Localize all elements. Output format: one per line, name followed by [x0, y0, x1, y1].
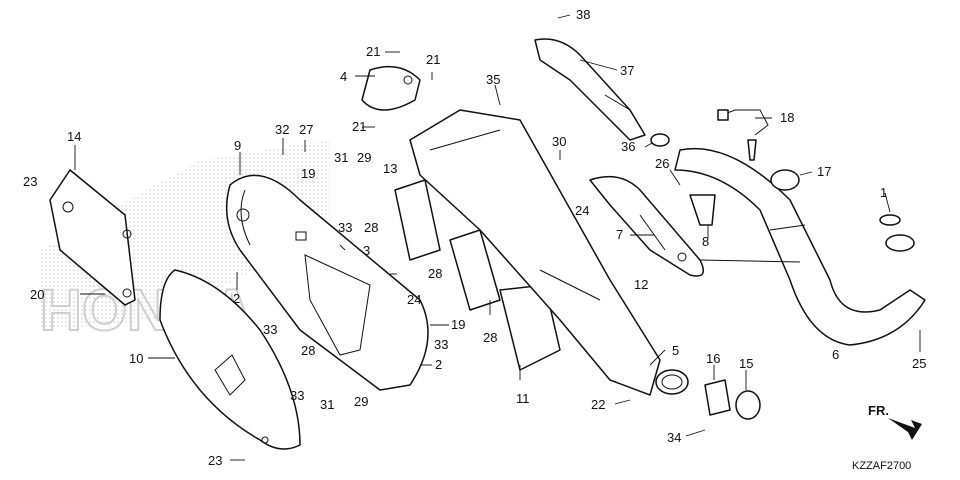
callout-35: 35	[486, 72, 500, 87]
callout-38: 38	[576, 7, 590, 22]
callout-21: 21	[366, 44, 380, 59]
front-direction-marker: FR.	[868, 403, 922, 440]
callout-14: 14	[67, 129, 81, 144]
callout-20: 20	[30, 287, 44, 302]
callout-17: 17	[817, 164, 831, 179]
front-label: FR.	[868, 403, 889, 418]
callout-25: 25	[912, 356, 926, 371]
callout-31: 31	[320, 397, 334, 412]
callout-33: 33	[290, 388, 304, 403]
part-18-sensor	[717, 109, 769, 161]
callout-15: 15	[739, 356, 753, 371]
callout-26: 26	[655, 156, 669, 171]
callout-28: 19	[451, 317, 465, 332]
callout-29: 29	[357, 150, 371, 165]
callout-32: 32	[275, 122, 289, 137]
drawing-code: KZZAF2700	[852, 460, 911, 472]
part-14-side-cover	[49, 169, 136, 306]
part-16-joint	[704, 379, 731, 416]
part-9-muffler	[225, 174, 429, 391]
callout-19: 19	[301, 166, 315, 181]
callout-21: 21	[352, 119, 366, 134]
part-13-insulator	[394, 179, 441, 261]
part-36-gasket	[650, 133, 670, 147]
callout-22: 22	[591, 397, 605, 412]
callout-2: 2	[233, 291, 240, 306]
part-7-heat-shield	[589, 175, 705, 277]
callout-24: 12	[634, 277, 648, 292]
callout-16: 16	[706, 351, 720, 366]
callout-37: 37	[620, 63, 634, 78]
callout-21: 21	[426, 52, 440, 67]
callout-11: 11	[516, 391, 530, 406]
callout-36: 36	[621, 139, 635, 154]
callout-4: 4	[340, 69, 347, 84]
part-15-band	[735, 390, 761, 420]
callout-9: 9	[234, 138, 241, 153]
part-5-muffler-assy	[409, 109, 689, 396]
callout-33: 33	[338, 220, 352, 235]
callout-2: 2	[435, 357, 442, 372]
callout-23: 23	[208, 453, 222, 468]
callout-3: 3	[363, 243, 370, 258]
callout-33: 33	[434, 337, 448, 352]
part-12-insulator	[449, 229, 501, 311]
callout-31: 31	[334, 150, 348, 165]
callout-5: 5	[672, 343, 679, 358]
callout-24: 24	[575, 203, 589, 218]
callout-27: 27	[299, 122, 313, 137]
callout-7: 7	[616, 227, 623, 242]
callout-30: 30	[552, 134, 566, 149]
callout-19: 33	[263, 322, 277, 337]
callout-34: 34	[667, 430, 681, 445]
leader-lines	[74, 14, 921, 461]
callout-1: 1	[880, 185, 887, 200]
callout-29: 29	[354, 394, 368, 409]
callout-28: 28	[428, 266, 442, 281]
part-1-gasket	[879, 214, 915, 252]
callout-23: 23	[23, 174, 37, 189]
part-17-clamp	[770, 169, 800, 191]
callout-33: 24	[407, 292, 421, 307]
callout-6: 6	[832, 347, 839, 362]
part-37-exhaust-pipe	[534, 38, 646, 141]
part-8-bracket	[689, 194, 716, 226]
part-4-cap	[361, 65, 421, 111]
callout-12: 28	[483, 330, 497, 345]
callout-28: 28	[301, 343, 315, 358]
callout-28: 28	[364, 220, 378, 235]
callout-13: 13	[383, 161, 397, 176]
part-6-exhaust-pipe	[674, 147, 926, 346]
part-10-muffler-guard	[159, 269, 301, 450]
callout-18: 18	[780, 110, 794, 125]
callout-10: 10	[129, 351, 143, 366]
callout-labels: 38 37 21 21 4 21 35 36 18 30 26 17 14 32…	[23, 7, 926, 468]
callout-8: 8	[702, 234, 709, 249]
